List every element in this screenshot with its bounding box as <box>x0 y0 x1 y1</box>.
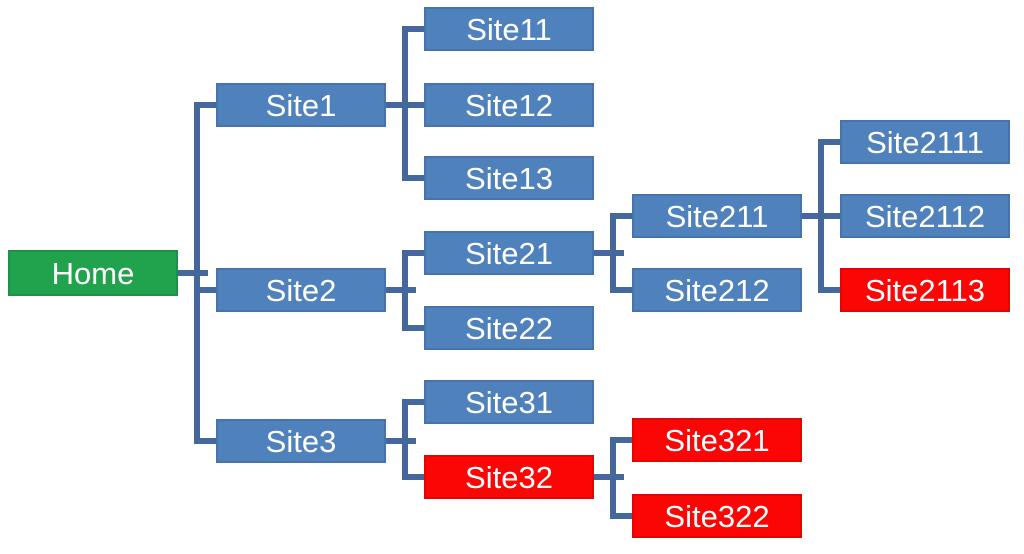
connector-stub-site321 <box>610 437 632 443</box>
node-site321: Site321 <box>632 418 802 462</box>
connector-stub-site21-out <box>594 250 624 256</box>
node-site12: Site12 <box>424 83 594 127</box>
node-site11: Site11 <box>424 7 594 51</box>
connector-stub-site3-out <box>386 438 416 444</box>
node-site3: Site3 <box>216 419 386 463</box>
connector-stub-site13 <box>402 175 424 181</box>
connector-stub-site31 <box>402 399 424 405</box>
connector-stub-home <box>178 270 208 276</box>
node-site13: Site13 <box>424 156 594 200</box>
node-site211: Site211 <box>632 194 802 238</box>
node-site22: Site22 <box>424 306 594 350</box>
connector-stub-site22 <box>402 325 424 331</box>
node-home: Home <box>8 250 178 296</box>
connector-stub-site211 <box>610 213 632 219</box>
connector-stub-site212 <box>610 287 632 293</box>
node-site322: Site322 <box>632 494 802 538</box>
connector-stub-site2113 <box>818 287 840 293</box>
node-site2: Site2 <box>216 268 386 312</box>
connector-stub-site2 <box>194 287 216 293</box>
connector-stub-site3 <box>194 438 216 444</box>
node-site21: Site21 <box>424 231 594 275</box>
connector-stub-site32-out <box>594 474 624 480</box>
connector-stub-site12 <box>402 102 424 108</box>
node-site31: Site31 <box>424 380 594 424</box>
connector-stub-site1 <box>194 102 216 108</box>
connector-stub-site2112 <box>818 213 840 219</box>
node-site1: Site1 <box>216 83 386 127</box>
node-site212: Site212 <box>632 268 802 312</box>
connector-stub-site2-out <box>386 287 416 293</box>
node-site32: Site32 <box>424 455 594 499</box>
connector-stub-site32 <box>402 474 424 480</box>
node-site2113: Site2113 <box>840 268 1010 312</box>
connector-stub-site21 <box>402 250 424 256</box>
connector-stub-site322 <box>610 513 632 519</box>
node-site2112: Site2112 <box>840 194 1010 238</box>
connector-stub-site11 <box>402 26 424 32</box>
connector-stub-site211-out <box>802 213 832 219</box>
connector-stub-site1-out <box>386 102 416 108</box>
node-site2111: Site2111 <box>840 120 1010 164</box>
connector-stub-site2111 <box>818 139 840 145</box>
